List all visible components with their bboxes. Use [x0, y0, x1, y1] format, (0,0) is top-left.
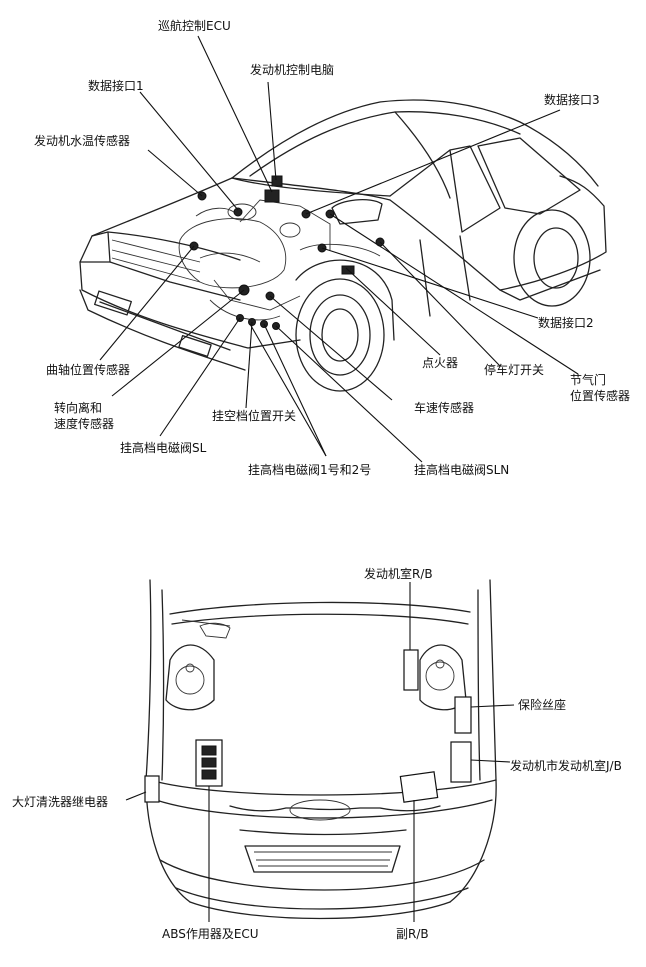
label-sub-rb: 副R/B — [396, 927, 429, 941]
cruise-ecu-unit — [264, 189, 280, 203]
car-side-illustration — [79, 99, 607, 392]
car-top-illustration — [144, 579, 497, 920]
label-solenoid-sl: 挂高档电磁阀SL — [120, 441, 207, 455]
label-data-port-2: 数据接口2 — [538, 316, 594, 330]
label-solenoid-12: 挂高档电磁阀1号和2号 — [248, 463, 372, 477]
label-fuse-block: 保险丝座 — [518, 698, 567, 712]
label-cruise-ecu: 巡航控制ECU — [158, 19, 231, 33]
label-steering-line2: 速度传感器 — [54, 417, 115, 431]
label-headlamp-relay: 大灯清洗器继电器 — [12, 795, 109, 809]
label-vehicle-speed: 车速传感器 — [414, 401, 475, 415]
engine-ecu-unit — [271, 175, 283, 187]
label-neutral-switch: 挂空档位置开关 — [212, 409, 297, 423]
sub-rb-unit — [399, 771, 439, 803]
engine-rb-unit — [403, 649, 419, 691]
label-data-port-1: 数据接口1 — [88, 79, 144, 93]
label-stop-lamp: 停车灯开关 — [484, 363, 545, 377]
data-port-1-marker — [233, 207, 243, 217]
label-solenoid-sln: 挂高档电磁阀SLN — [414, 463, 510, 477]
top-leader-lines — [99, 35, 579, 463]
label-abs-ecu: ABS作用器及ECU — [162, 927, 259, 941]
label-ignition: 点火器 — [422, 356, 459, 370]
label-engine-ecu: 发动机控制电脑 — [250, 63, 335, 77]
label-throttle-line2: 位置传感器 — [570, 389, 631, 403]
label-steering-line1: 转向离和 — [54, 401, 103, 415]
label-crank-sensor: 曲轴位置传感器 — [46, 363, 131, 377]
label-throttle-line1: 节气门 — [570, 373, 607, 387]
label-engine-jb: 发动机市发动机室J/B — [510, 759, 622, 773]
fuse-block-unit — [454, 696, 472, 734]
label-coolant-sensor: 发动机水温传感器 — [34, 134, 131, 148]
label-engine-rb: 发动机室R/B — [364, 567, 433, 581]
bottom-leader-lines — [125, 582, 515, 922]
engine-jb-unit — [450, 741, 472, 783]
headlamp-relay-unit — [144, 775, 160, 803]
label-data-port-3: 数据接口3 — [544, 93, 600, 107]
